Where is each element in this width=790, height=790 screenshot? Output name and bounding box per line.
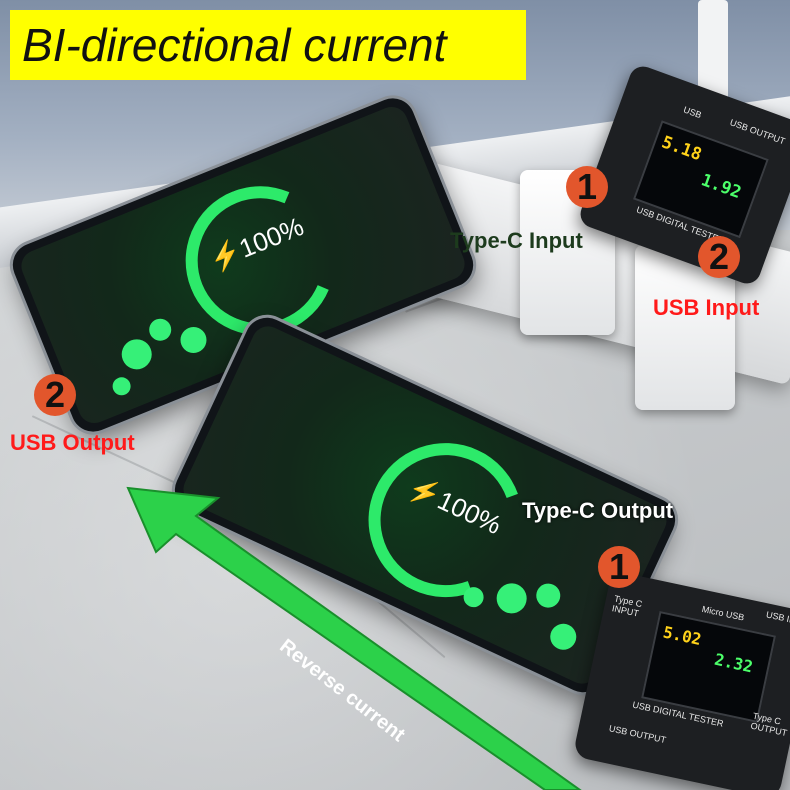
title-banner [10,10,526,80]
badge-usb-input: 2 [698,236,740,278]
usb-cable [698,0,728,100]
badge-type-c-input: 1 [566,166,608,208]
usb-output-label: USB Output [10,430,135,455]
reverse-current-arrow [126,486,582,790]
type-c-input-label: Type-C Input [450,228,583,253]
page-title: BI-directional current [22,19,447,71]
type-c-output-label: Type-C Output [522,498,674,523]
usb-input-label: USB Input [653,295,760,320]
badge-usb-output: 2 [34,374,76,416]
badge-type-c-output: 1 [598,546,640,588]
